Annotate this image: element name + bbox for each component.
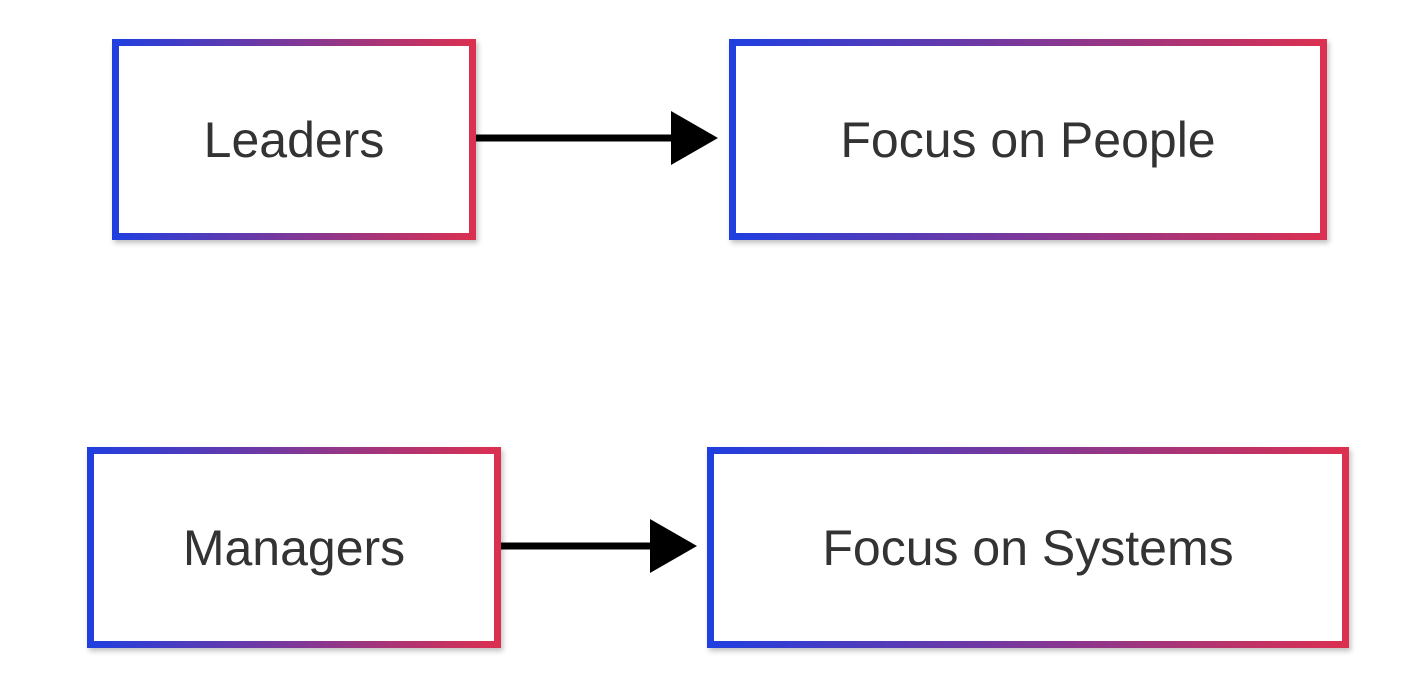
node-leaders-label: Leaders bbox=[203, 111, 385, 168]
node-managers-label: Managers bbox=[182, 519, 406, 576]
node-managers: Managers bbox=[87, 447, 501, 648]
node-focus-on-systems: Focus on Systems bbox=[707, 447, 1349, 648]
arrow-leaders-to-focus-on-people bbox=[476, 111, 718, 165]
node-leaders: Leaders bbox=[112, 39, 476, 240]
node-focus-on-people: Focus on People bbox=[729, 39, 1327, 240]
node-focus-on-systems-label: Focus on Systems bbox=[822, 519, 1234, 576]
arrowhead-icon bbox=[671, 111, 718, 165]
arrowhead-icon bbox=[650, 519, 697, 573]
node-focus-on-people-label: Focus on People bbox=[840, 111, 1216, 168]
arrow-managers-to-focus-on-systems bbox=[501, 519, 697, 573]
